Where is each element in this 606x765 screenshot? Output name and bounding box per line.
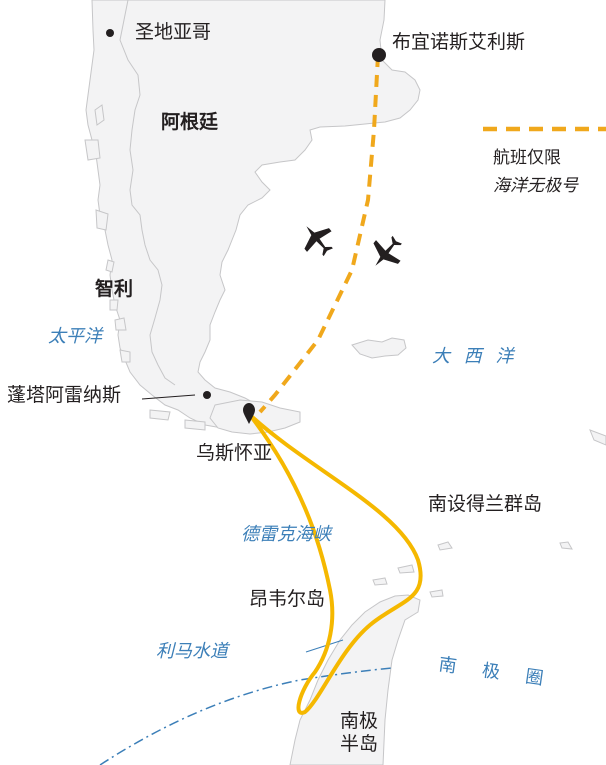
buenos-aires-marker[interactable] [372, 48, 386, 62]
airplane-icon [373, 235, 402, 266]
label-chile: 智利 [95, 278, 134, 300]
label-antarctic-peninsula-2: 半岛 [340, 733, 379, 755]
ship-route [248, 413, 423, 715]
south-america-land [85, 0, 421, 433]
punta-arenas-marker[interactable] [203, 391, 211, 399]
label-drake-passage: 德雷克海峡 [241, 524, 331, 545]
label-antarctic-peninsula-1: 南极 [340, 710, 379, 732]
punta-arenas-pointer [141, 394, 196, 400]
legend-flight-sublabel: 海洋无极号 [493, 176, 578, 196]
lemaire-channel-pointer [305, 639, 344, 653]
ushuaia-pin-icon[interactable] [243, 403, 255, 424]
antarctic-peninsula-land [289, 594, 421, 765]
label-south-shetland: 南设得兰群岛 [428, 493, 543, 515]
falkland-islands [351, 337, 407, 359]
legend-flight-label: 航班仅限 [493, 148, 561, 168]
label-pacific-ocean: 太平洋 [48, 326, 102, 347]
label-atlantic-ocean: 大 西 洋 [432, 346, 518, 367]
island-right-edge [589, 429, 606, 446]
label-punta-arenas: 蓬塔阿雷纳斯 [7, 384, 122, 406]
airplane-icon [304, 226, 333, 257]
label-anvers-island: 昂韦尔岛 [249, 588, 326, 610]
label-buenos-aires: 布宜诺斯艾利斯 [392, 31, 526, 53]
label-lemaire-channel: 利马水道 [156, 641, 228, 662]
label-argentina: 阿根廷 [161, 111, 219, 133]
flight-route [258, 54, 380, 414]
santiago-marker[interactable] [106, 29, 114, 37]
border-line [119, 0, 176, 386]
south-shetland-islands [372, 541, 573, 598]
label-santiago: 圣地亚哥 [135, 21, 212, 43]
chile-islands [84, 104, 206, 431]
label-ushuaia: 乌斯怀亚 [196, 442, 273, 464]
